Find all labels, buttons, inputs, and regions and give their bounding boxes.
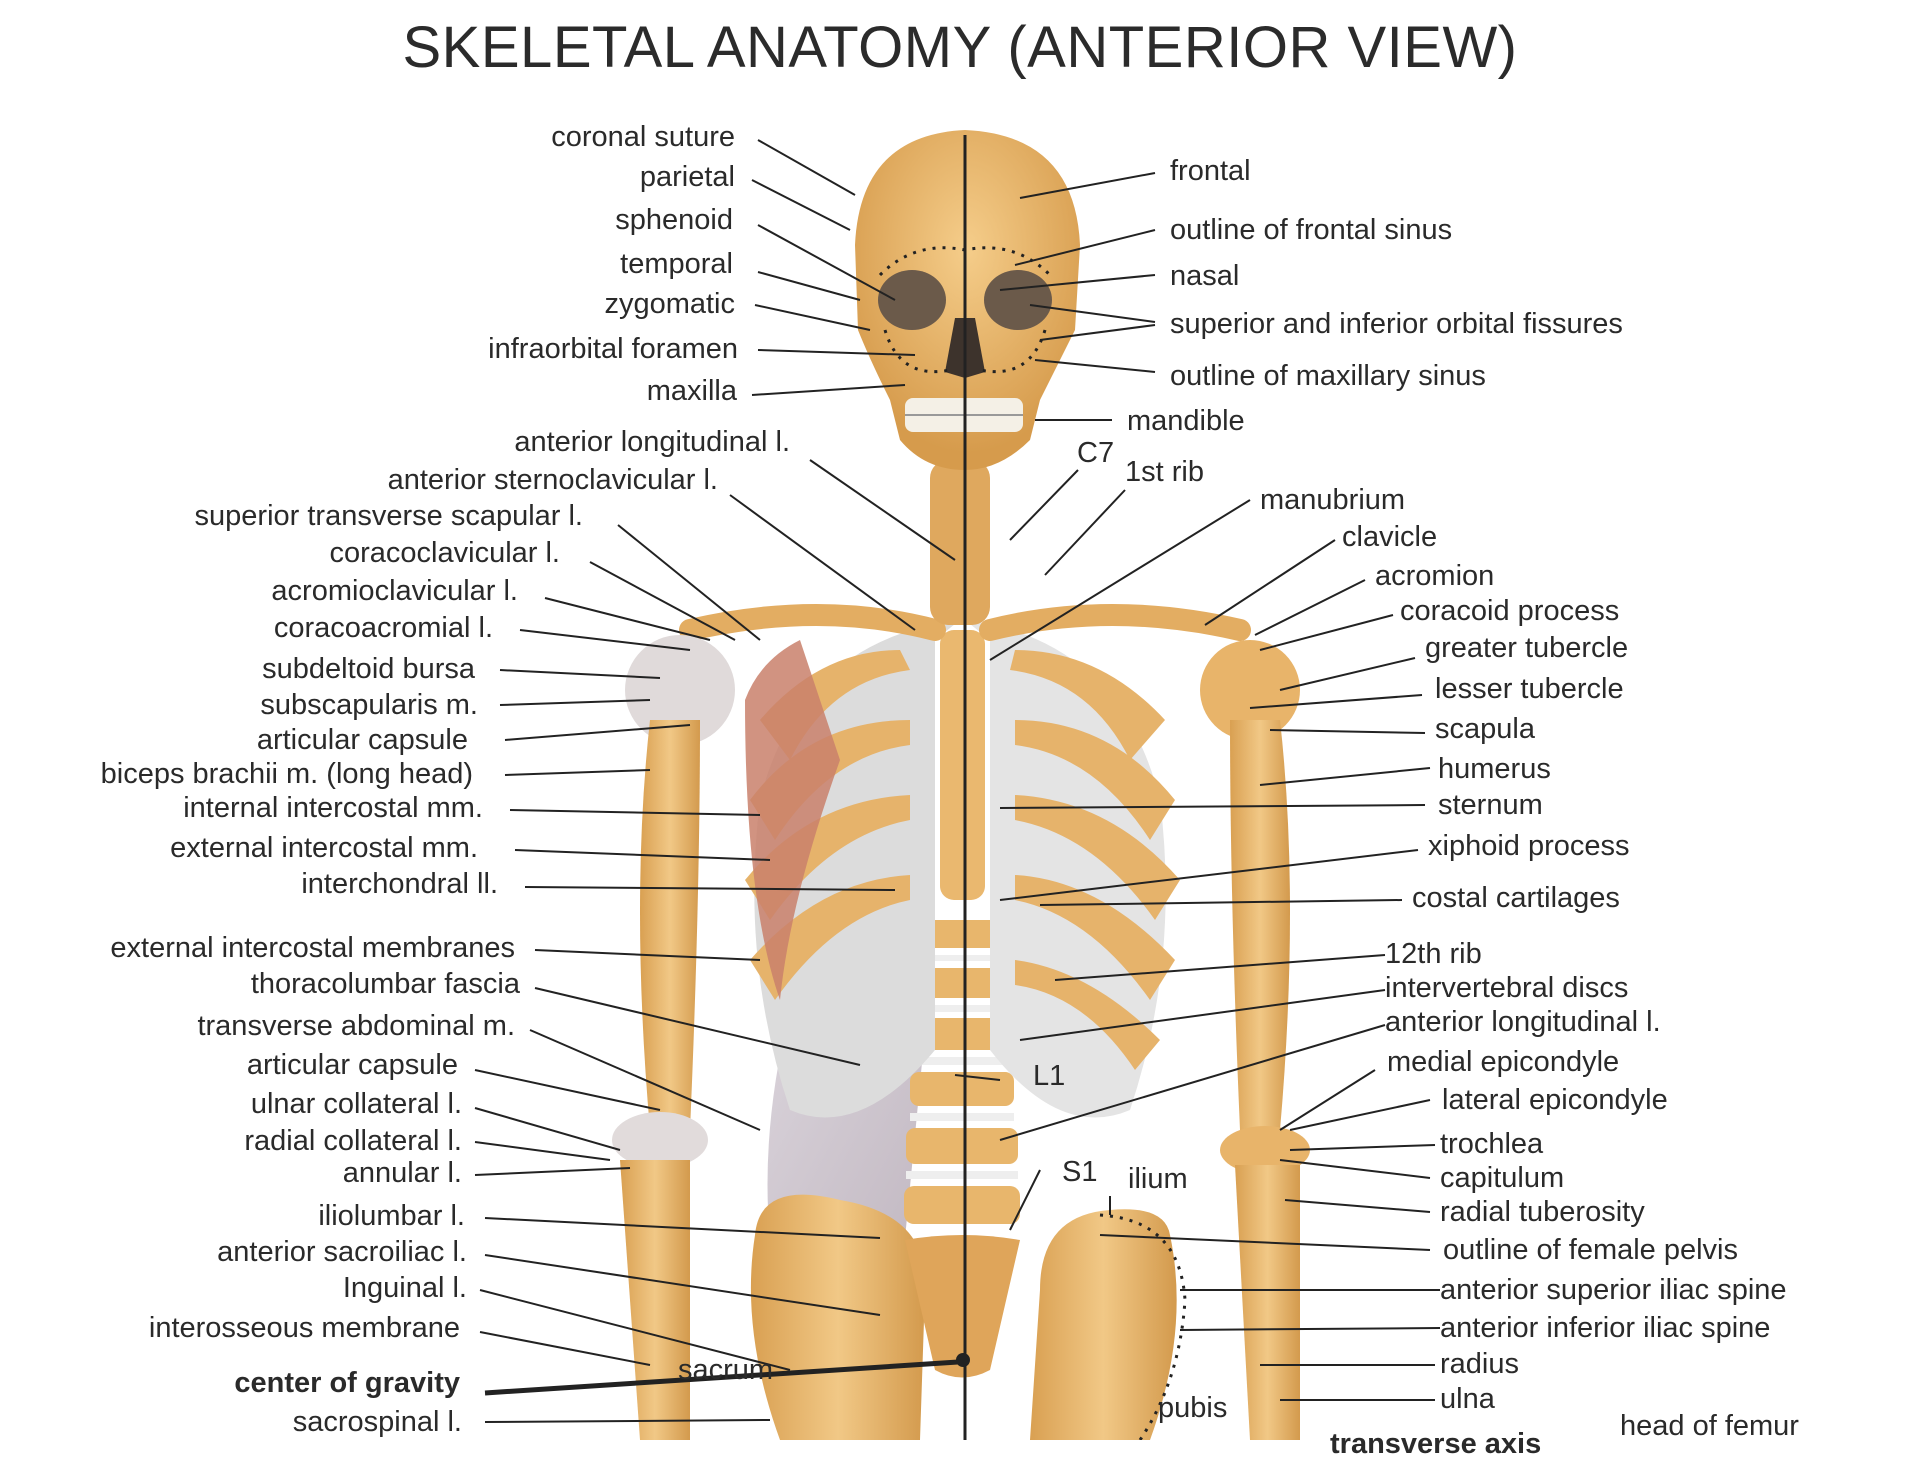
label-transverse-axis: transverse axis [1330, 1428, 1542, 1460]
label-costal-cartilages: costal cartilages [1412, 882, 1620, 914]
label-temporal: temporal [620, 248, 733, 280]
poster-title: SKELETAL ANATOMY (ANTERIOR VIEW) [402, 15, 1518, 80]
label-articular-capsule-elbow: articular capsule [246, 1049, 458, 1081]
label-xiphoid-process: xiphoid process [1428, 830, 1630, 862]
elbow-right [1220, 1126, 1310, 1174]
cervical-spine [930, 460, 990, 625]
label-maxilla: maxilla [646, 375, 737, 407]
leader-lines-left [474, 139, 959, 1423]
clavicle-right [979, 604, 1251, 641]
label-outline-frontal-sinus: outline of frontal sinus [1170, 214, 1453, 246]
label-superior-transverse-scapular-l: superior transverse scapular l. [194, 500, 583, 532]
label-interchondral-ll: interchondral ll. [301, 868, 498, 900]
elbow-left [612, 1112, 708, 1168]
label-medial-epicondyle: medial epicondyle [1387, 1046, 1620, 1078]
label-humerus: humerus [1438, 753, 1551, 785]
label-manubrium: manubrium [1260, 484, 1406, 516]
label-scapula: scapula [1435, 713, 1535, 745]
label-anterior-inferior-iliac-spine: anterior inferior iliac spine [1440, 1312, 1771, 1344]
label-coracoclavicular-l: coracoclavicular l. [329, 537, 560, 569]
label-anterior-sacroiliac-l: anterior sacroiliac l. [217, 1236, 467, 1268]
label-outline-maxillary-sinus: outline of maxillary sinus [1170, 360, 1486, 392]
label-capitulum: capitulum [1440, 1162, 1565, 1194]
label-acromion: acromion [1375, 560, 1495, 592]
forearm-right [1235, 1165, 1300, 1440]
label-outline-female-pelvis: outline of female pelvis [1443, 1234, 1738, 1266]
center-of-gravity-dot [956, 1353, 970, 1367]
label-greater-tubercle: greater tubercle [1425, 632, 1629, 664]
label-sternum: sternum [1438, 789, 1543, 821]
label-coracoacromial-l: coracoacromial l. [273, 612, 493, 644]
label-ulna: ulna [1440, 1383, 1495, 1415]
label-c7: C7 [1077, 437, 1115, 469]
label-pubis: pubis [1158, 1392, 1228, 1424]
label-sacrum: sacrum [678, 1354, 774, 1386]
humerus-right [1230, 720, 1290, 1130]
label-ilium: ilium [1128, 1163, 1188, 1195]
label-interosseous-membrane: interosseous membrane [148, 1312, 460, 1344]
label-ulnar-collateral-l: ulnar collateral l. [250, 1088, 462, 1120]
label-1st-rib: 1st rib [1125, 456, 1204, 488]
label-transverse-abdominal-m: transverse abdominal m. [197, 1010, 515, 1042]
label-anterior-longitudinal-l: anterior longitudinal l. [514, 426, 790, 458]
label-frontal: frontal [1170, 155, 1251, 187]
label-trochlea: trochlea [1440, 1128, 1544, 1160]
label-mandible: mandible [1127, 405, 1245, 437]
label-coronal-suture: coronal suture [551, 121, 735, 153]
rib-cage [745, 620, 1180, 1118]
label-annular-l: annular l. [342, 1157, 462, 1189]
label-iliolumbar-l: iliolumbar l. [318, 1200, 465, 1232]
label-radius: radius [1440, 1348, 1519, 1380]
pelvis-left [750, 1194, 926, 1440]
label-coracoid-process: coracoid process [1400, 595, 1620, 627]
label-nasal: nasal [1170, 260, 1240, 292]
label-thoracolumbar-fascia: thoracolumbar fascia [250, 968, 520, 1000]
label-external-intercostal-membranes: external intercostal membranes [110, 932, 515, 964]
leader-lines-right [954, 172, 1441, 1401]
label-lesser-tubercle: lesser tubercle [1435, 673, 1624, 705]
label-subdeltoid-bursa: subdeltoid bursa [262, 653, 475, 685]
label-lateral-epicondyle: lateral epicondyle [1442, 1084, 1668, 1116]
label-internal-intercostal-mm: internal intercostal mm. [183, 792, 483, 824]
shoulder-left [625, 635, 735, 745]
label-infraorbital-foramen: infraorbital foramen [488, 333, 738, 365]
label-zygomatic: zygomatic [604, 288, 735, 320]
label-articular-capsule-shoulder: articular capsule [256, 724, 468, 756]
label-sacrospinal-l: sacrospinal l. [292, 1406, 462, 1438]
label-radial-tuberosity: radial tuberosity [1440, 1196, 1645, 1228]
label-external-intercostal-mm: external intercostal mm. [170, 832, 478, 864]
label-biceps-brachii: biceps brachii m. (long head) [100, 758, 473, 790]
label-anterior-longitudinal-l-right: anterior longitudinal l. [1385, 1006, 1661, 1038]
shoulder-right [1200, 640, 1300, 740]
label-parietal: parietal [639, 161, 735, 193]
pelvis-right [1030, 1209, 1177, 1440]
label-orbital-fissures: superior and inferior orbital fissures [1170, 308, 1623, 340]
label-center-of-gravity: center of gravity [234, 1367, 460, 1399]
label-subscapularis-m: subscapularis m. [260, 689, 478, 721]
label-head-of-femur: head of femur [1620, 1410, 1799, 1442]
label-anterior-sternoclavicular-l: anterior sternoclavicular l. [387, 464, 718, 496]
label-intervertebral-discs: intervertebral discs [1385, 972, 1629, 1004]
label-inguinal-l: Inguinal l. [342, 1272, 467, 1304]
label-radial-collateral-l: radial collateral l. [244, 1125, 462, 1157]
label-s1: S1 [1062, 1156, 1098, 1188]
label-clavicle: clavicle [1342, 521, 1438, 553]
label-12th-rib: 12th rib [1385, 938, 1482, 970]
humerus-left [640, 720, 700, 1130]
label-sphenoid: sphenoid [615, 204, 733, 236]
label-anterior-superior-iliac-spine: anterior superior iliac spine [1440, 1274, 1787, 1306]
label-acromioclavicular-l: acromioclavicular l. [271, 575, 518, 607]
forearm-left [620, 1160, 690, 1440]
label-l1: L1 [1033, 1060, 1066, 1092]
